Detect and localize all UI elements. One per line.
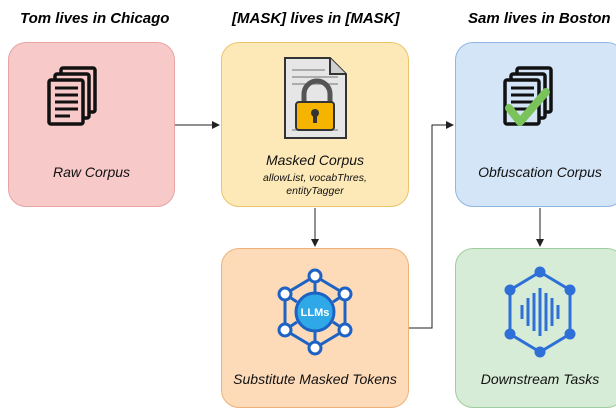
llm-network-icon (277, 268, 353, 356)
header-right: Sam lives in Boston (468, 10, 611, 27)
obfuscation-corpus-label: Obfuscation Corpus (478, 164, 602, 180)
document-icon (47, 66, 97, 126)
checked-document-icon (503, 66, 553, 126)
header-left: Tom lives in Chicago (20, 10, 170, 27)
masked-corpus-params-line1: allowList, vocabThres, (263, 172, 367, 184)
raw-corpus-label: Raw Corpus (52, 164, 131, 180)
downstream-tasks-label: Downstream Tasks (480, 371, 600, 387)
masked-corpus-label: Masked Corpus (265, 152, 365, 168)
locked-document-icon (284, 57, 347, 139)
llm-icon-label: LLMs (301, 307, 330, 319)
masked-corpus-params-line2: entityTagger (286, 185, 344, 197)
arrow-substitute-to-obfuscation (409, 121, 454, 329)
ai-brain-icon (504, 266, 576, 358)
header-middle: [MASK] lives in [MASK] (232, 10, 400, 27)
substitute-tokens-label: Substitute Masked Tokens (233, 371, 397, 387)
